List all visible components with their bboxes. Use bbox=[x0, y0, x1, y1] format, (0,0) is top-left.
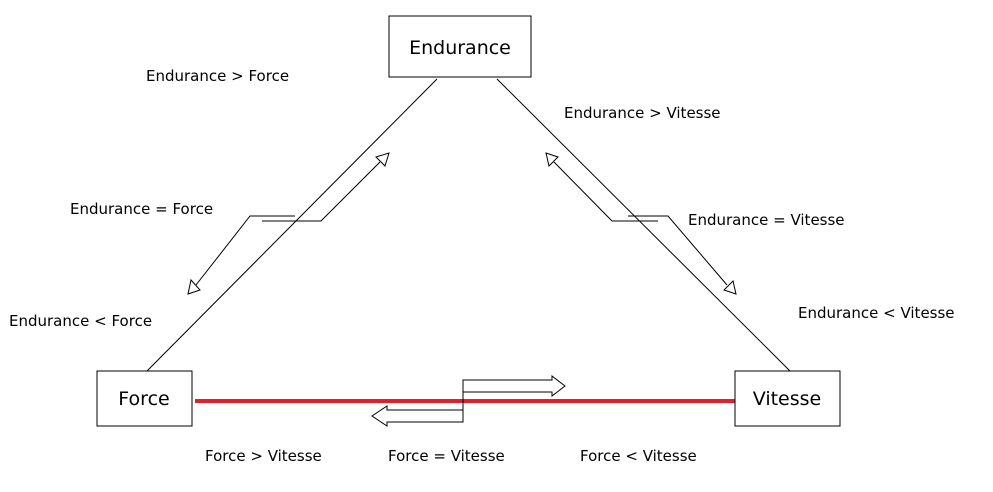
node-vitesse-label: Vitesse bbox=[753, 388, 822, 410]
double-arrow-endurance-force bbox=[187, 152, 390, 295]
node-force-label: Force bbox=[118, 388, 169, 410]
edge-endurance-force bbox=[146, 78, 438, 372]
label-endurance-less-vitesse: Endurance < Vitesse bbox=[798, 304, 955, 322]
arrow-left-shaft bbox=[371, 405, 464, 427]
label-endurance-greater-vitesse: Endurance > Vitesse bbox=[564, 104, 721, 122]
node-vitesse: Vitesse bbox=[734, 370, 841, 427]
label-endurance-greater-force: Endurance > Force bbox=[146, 67, 289, 85]
label-force-equal-vitesse: Force = Vitesse bbox=[388, 447, 505, 465]
label-force-greater-vitesse: Force > Vitesse bbox=[205, 447, 322, 465]
double-arrow-endurance-vitesse bbox=[545, 152, 737, 295]
edge-endurance-vitesse bbox=[496, 78, 791, 372]
label-endurance-less-force: Endurance < Force bbox=[9, 312, 152, 330]
arrow-right-shaft bbox=[462, 374, 566, 398]
node-endurance: Endurance bbox=[388, 15, 532, 78]
label-endurance-equal-force: Endurance = Force bbox=[70, 200, 213, 218]
label-force-less-vitesse: Force < Vitesse bbox=[580, 447, 697, 465]
double-arrow-force-vitesse bbox=[371, 374, 566, 427]
node-endurance-label: Endurance bbox=[409, 37, 511, 59]
label-endurance-equal-vitesse: Endurance = Vitesse bbox=[688, 211, 845, 229]
node-force: Force bbox=[96, 370, 193, 427]
